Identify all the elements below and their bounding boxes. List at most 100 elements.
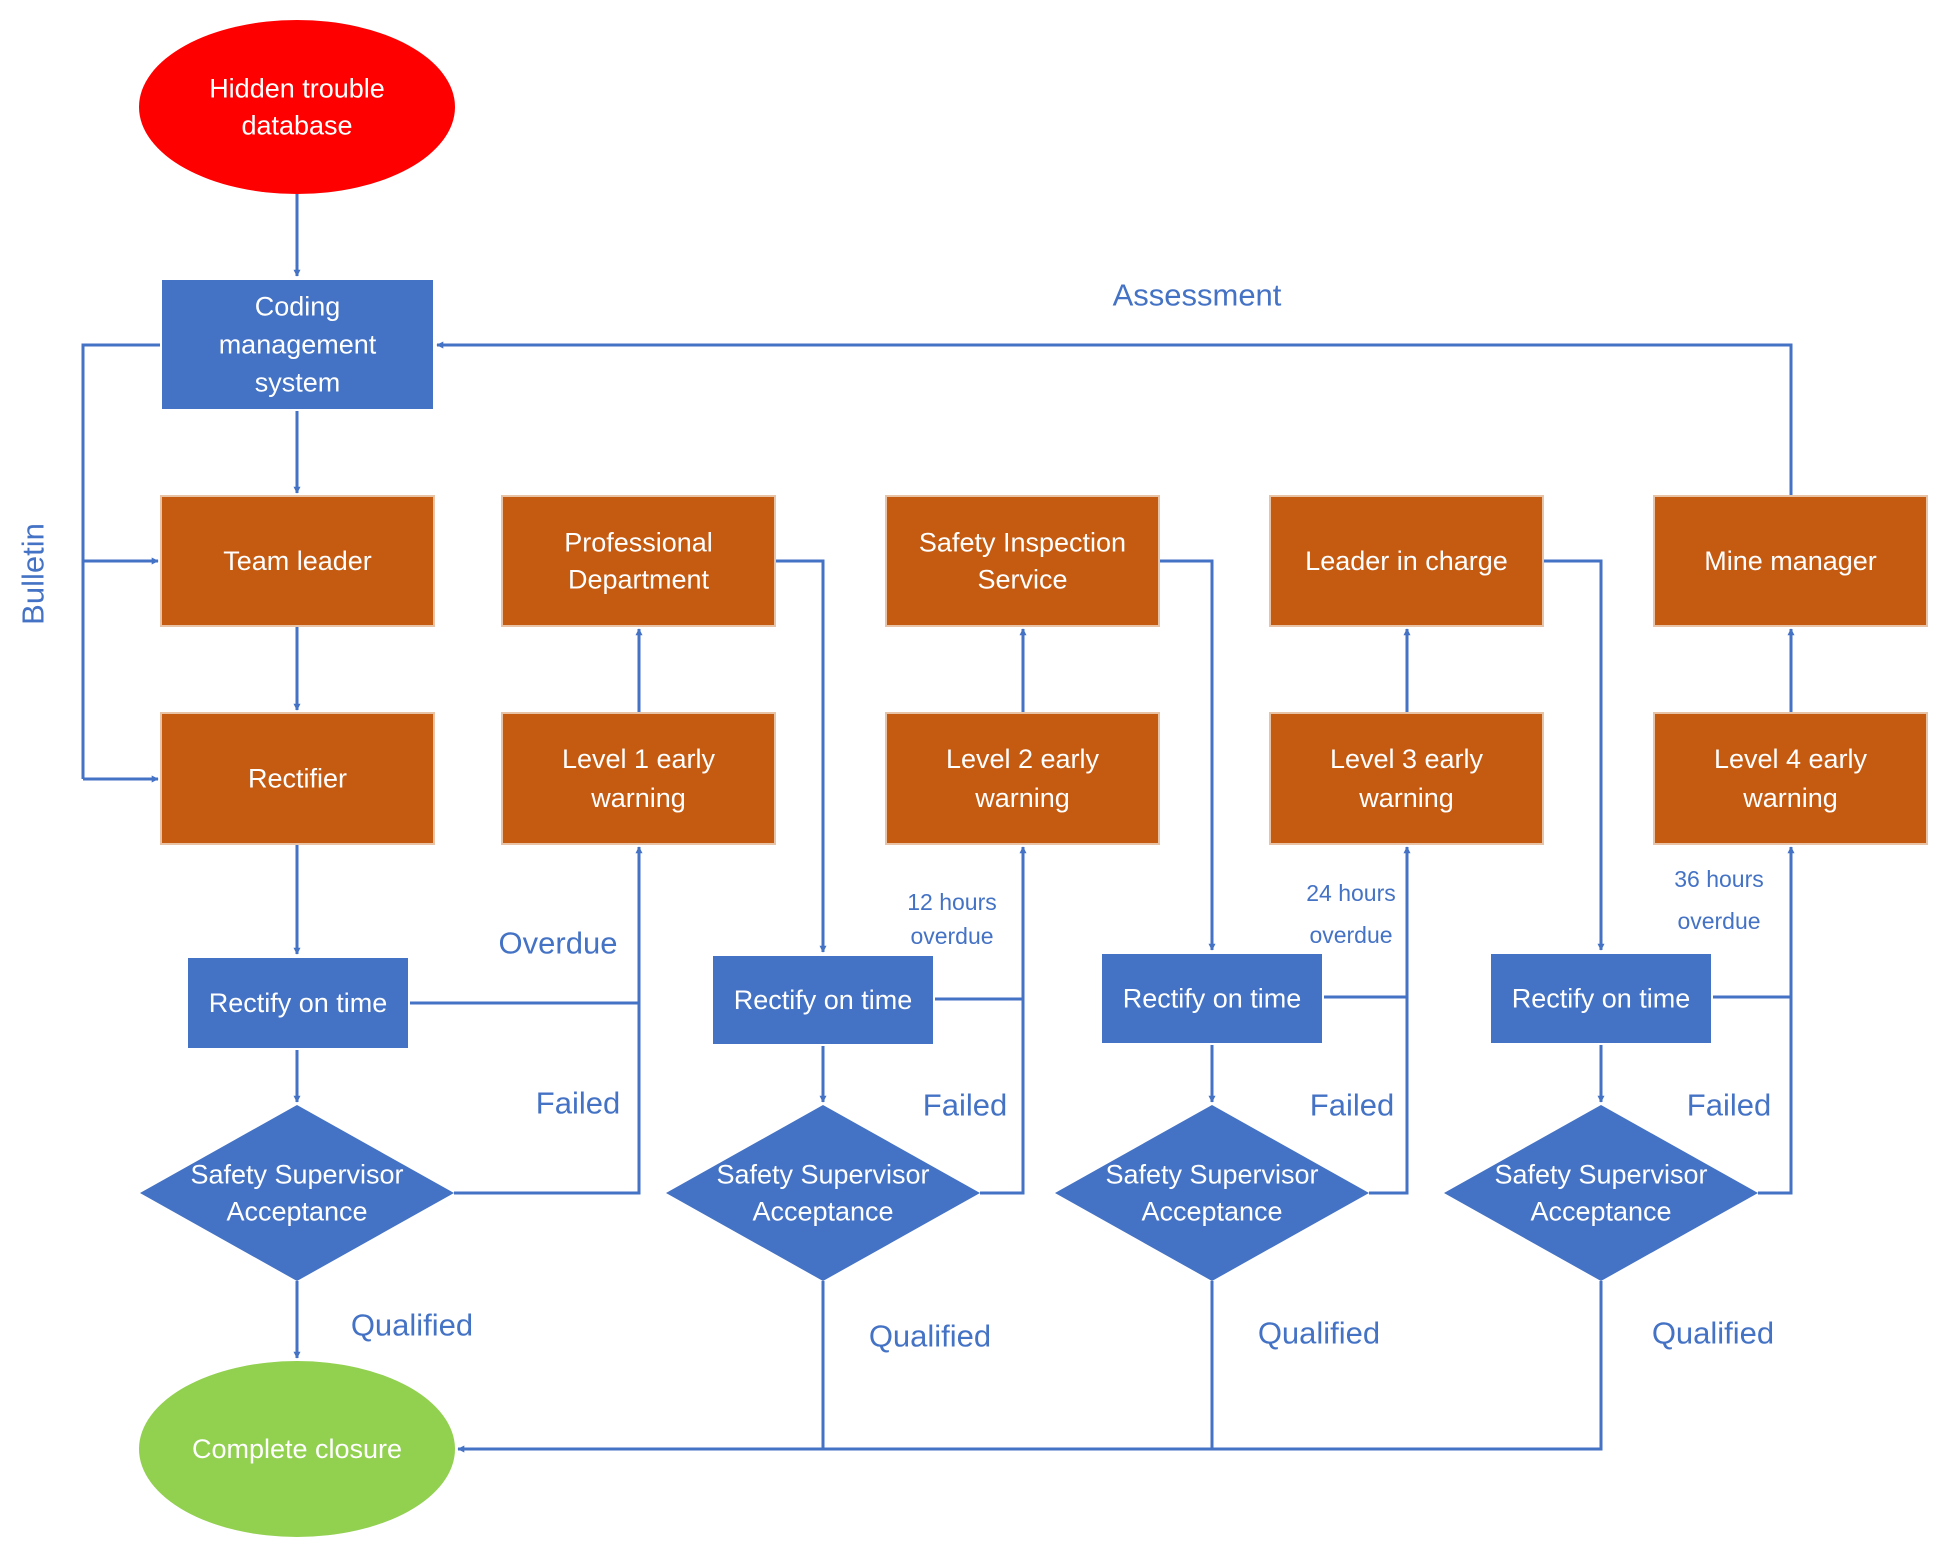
safety-supervisor-acceptance-node-3-label: Safety Supervisor xyxy=(1105,1160,1318,1190)
safety-supervisor-acceptance-node-2-label: Acceptance xyxy=(752,1197,893,1227)
complete-closure-node-label: Complete closure xyxy=(192,1434,402,1464)
coding-management-system-node-label: management xyxy=(219,330,377,360)
rectifier-node: Rectifier xyxy=(160,712,435,845)
safety-supervisor-acceptance-node-1-label: Acceptance xyxy=(226,1197,367,1227)
level-3-warning-node-label: warning xyxy=(1358,783,1454,813)
rectify-on-time-node-2: Rectify on time xyxy=(711,954,935,1046)
bulletin-label: Bulletin xyxy=(16,523,51,625)
qualified-label-1: Qualified xyxy=(351,1308,473,1343)
overdue-24-hours-label: overdue xyxy=(1309,922,1392,948)
level-1-warning-node-shape xyxy=(501,712,776,845)
edge-decision-4-failed xyxy=(1758,997,1793,1195)
mine-manager-node-shape xyxy=(1653,495,1928,627)
assessment-label: Assessment xyxy=(1113,278,1282,313)
safety-inspection-service-node-shape xyxy=(885,495,1160,627)
professional-department-node-label: Department xyxy=(568,565,710,595)
rectify-on-time-node-2-label: Rectify on time xyxy=(734,985,913,1015)
team-leader-node: Team leader xyxy=(160,495,435,627)
professional-department-node-shape xyxy=(501,495,776,627)
coding-management-system-node-label: system xyxy=(255,368,341,398)
overdue-12-hours-label: overdue xyxy=(910,923,993,949)
hidden-trouble-database-node-label: Hidden trouble xyxy=(209,74,385,104)
rectify-on-time-node-3: Rectify on time xyxy=(1100,952,1324,1045)
overdue-36-hours-label: overdue xyxy=(1677,908,1760,934)
rectify-on-time-node-1-shape xyxy=(186,956,410,1050)
edge-decision-3-failed xyxy=(1369,997,1409,1195)
edge-safety-inspection-to-rectify-3 xyxy=(1159,559,1216,951)
rectify-on-time-node-1: Rectify on time xyxy=(186,956,410,1050)
edge-assessment xyxy=(436,341,1793,496)
edge-decision-1-failed xyxy=(454,1003,641,1195)
connector-lines xyxy=(81,194,1795,1453)
safety-supervisor-acceptance-node-4-shape xyxy=(1444,1105,1758,1281)
level-2-warning-node-label: warning xyxy=(974,783,1070,813)
edge-bulletin-trunk xyxy=(81,343,161,779)
overdue-24-hours-label: 24 hours xyxy=(1306,880,1396,906)
overdue-36-hours-label: 36 hours xyxy=(1674,866,1764,892)
team-leader-node-shape xyxy=(160,495,435,627)
edge-professional-to-rectify-2 xyxy=(775,559,827,953)
level-4-warning-node: Level 4 early warning xyxy=(1653,712,1928,845)
safety-supervisor-acceptance-node-3-label: Acceptance xyxy=(1141,1197,1282,1227)
hidden-trouble-database-node-label: database xyxy=(241,111,352,141)
coding-management-system-node-shape xyxy=(160,278,435,411)
qualified-label-3: Qualified xyxy=(1258,1316,1380,1351)
level-3-warning-node-label: Level 3 early xyxy=(1330,744,1484,774)
safety-supervisor-acceptance-node-2-label: Safety Supervisor xyxy=(716,1160,929,1190)
level-1-warning-node-label: warning xyxy=(590,783,686,813)
level-2-warning-node-shape xyxy=(885,712,1160,845)
level-2-warning-node-label: Level 2 early xyxy=(946,744,1100,774)
safety-supervisor-acceptance-node-2-shape xyxy=(666,1105,980,1281)
professional-department-node-label: Professional xyxy=(564,528,713,558)
safety-inspection-service-node-label: Service xyxy=(977,565,1067,595)
team-leader-node-label: Team leader xyxy=(223,546,372,576)
coding-management-system-node: Coding management system xyxy=(160,278,435,411)
leader-in-charge-node-label: Leader in charge xyxy=(1305,546,1508,576)
mine-manager-node-label: Mine manager xyxy=(1704,546,1877,576)
hidden-trouble-database-node: Hidden trouble database xyxy=(139,20,455,194)
overdue-12-hours-label: 12 hours xyxy=(907,889,997,915)
hidden-trouble-database-node-shape xyxy=(139,20,455,194)
leader-in-charge-node: Leader in charge xyxy=(1269,495,1544,627)
safety-supervisor-acceptance-node-1-label: Safety Supervisor xyxy=(190,1160,403,1190)
mine-manager-node: Mine manager xyxy=(1653,495,1928,627)
coding-management-system-node-label: Coding xyxy=(255,292,341,322)
safety-supervisor-acceptance-node-1-shape xyxy=(140,1105,454,1281)
safety-supervisor-acceptance-node-3-shape xyxy=(1055,1105,1369,1281)
complete-closure-node-shape xyxy=(139,1361,455,1537)
failed-label-2: Failed xyxy=(923,1088,1007,1123)
failed-label-4: Failed xyxy=(1687,1088,1771,1123)
failed-label-3: Failed xyxy=(1310,1088,1394,1123)
safety-supervisor-acceptance-node-4-label: Safety Supervisor xyxy=(1494,1160,1707,1190)
level-4-warning-node-label: warning xyxy=(1742,783,1838,813)
safety-supervisor-acceptance-node-4-label: Acceptance xyxy=(1530,1197,1671,1227)
rectify-on-time-node-4: Rectify on time xyxy=(1489,952,1713,1045)
level-1-warning-node: Level 1 early warning xyxy=(501,712,776,845)
overdue-label: Overdue xyxy=(499,926,618,961)
level-4-warning-node-label: Level 4 early xyxy=(1714,744,1868,774)
level-4-warning-node-shape xyxy=(1653,712,1928,845)
rectify-on-time-node-4-shape xyxy=(1489,952,1713,1045)
qualified-label-2: Qualified xyxy=(869,1319,991,1354)
level-3-warning-node-shape xyxy=(1269,712,1544,845)
level-3-warning-node: Level 3 early warning xyxy=(1269,712,1544,845)
rectify-on-time-node-3-label: Rectify on time xyxy=(1123,984,1302,1014)
rectifier-node-shape xyxy=(160,712,435,845)
level-1-warning-node-label: Level 1 early xyxy=(562,744,716,774)
edge-leader-in-charge-to-rectify-4 xyxy=(1543,559,1605,951)
failed-label-1: Failed xyxy=(536,1086,620,1121)
rectifier-node-label: Rectifier xyxy=(248,764,347,794)
edge-decision-2-failed xyxy=(980,999,1025,1195)
rectify-on-time-node-3-shape xyxy=(1100,952,1324,1045)
rectify-on-time-node-4-label: Rectify on time xyxy=(1512,984,1691,1014)
safety-inspection-service-node-label: Safety Inspection xyxy=(919,528,1126,558)
rectify-on-time-node-2-shape xyxy=(711,954,935,1046)
complete-closure-node: Complete closure xyxy=(139,1361,455,1537)
